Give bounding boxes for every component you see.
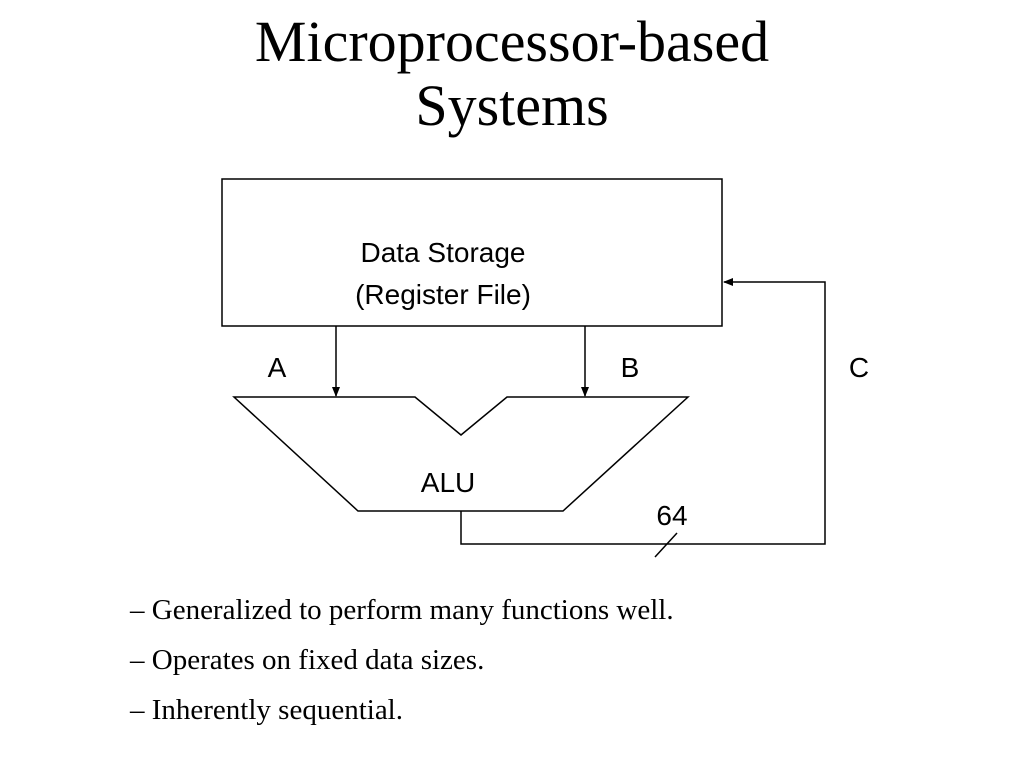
bullet-item-1: – Generalized to perform many functions … [130, 594, 674, 626]
bus-width-slash [654, 532, 678, 558]
port-b-label: B [621, 352, 640, 383]
bullet-item-2: – Operates on fixed data sizes. [130, 644, 485, 676]
bullet-item-3: – Inherently sequential. [130, 694, 403, 726]
register-file-box [221, 178, 723, 327]
register-file-label-line-1: Data Storage [361, 237, 526, 268]
port-c-label: C [849, 352, 869, 383]
page-title-line-2: Systems [415, 73, 609, 138]
alu-shape [232, 396, 690, 512]
port-a-label: A [268, 352, 287, 383]
bus-width-label: 64 [656, 500, 687, 531]
page-title-line-1: Microprocessor-based [254, 9, 770, 74]
feedback-bus-c [460, 278, 826, 545]
alu-label: ALU [421, 467, 475, 498]
bullet-list: – Generalized to perform many functions … [130, 590, 674, 740]
page-title: Microprocessor-based Systems [0, 10, 1024, 138]
register-file-label-line-2: (Register File) [355, 279, 531, 310]
